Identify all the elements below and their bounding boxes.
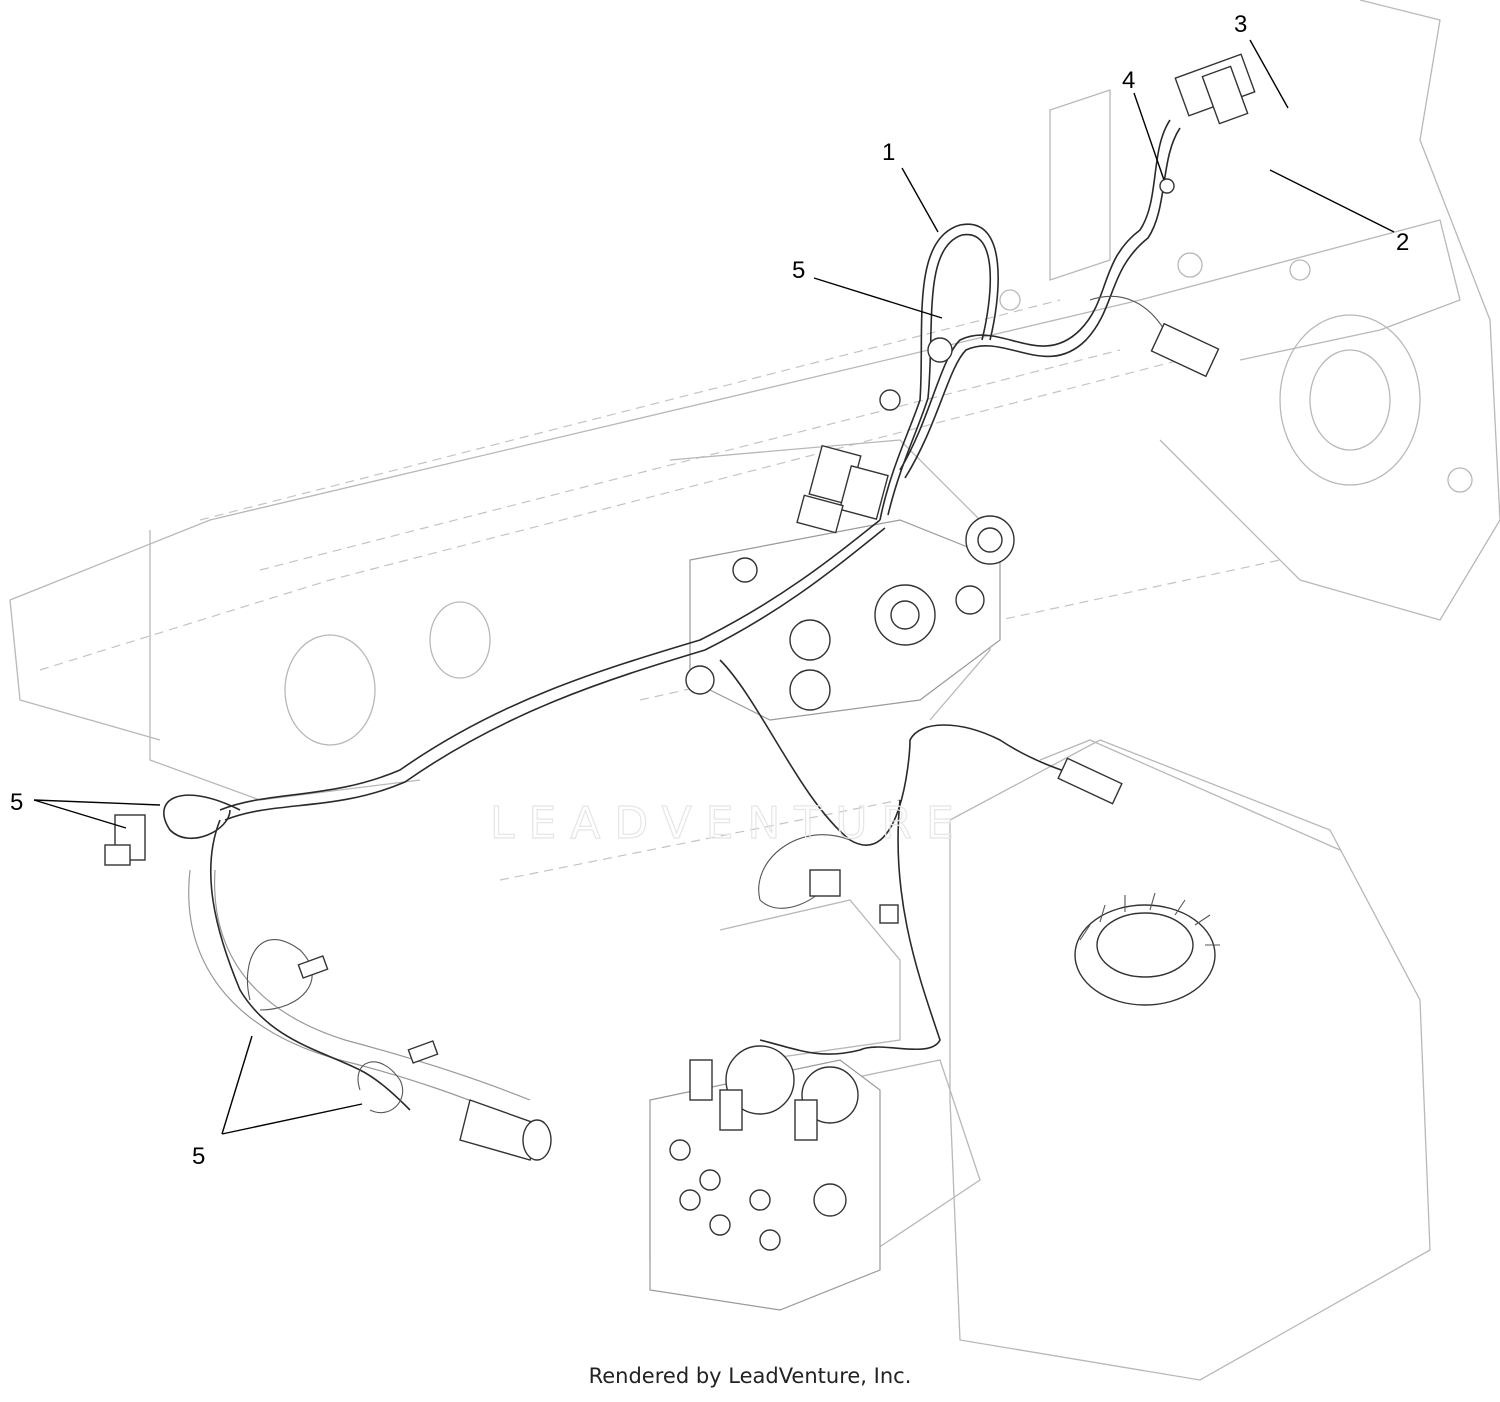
callout-label: 5 [10, 789, 23, 816]
callout-5-lower: 5 [192, 1035, 363, 1170]
callout-label: 4 [1122, 67, 1135, 94]
fuel-filler-neck [1074, 892, 1220, 1006]
wiring-harness [104, 53, 1256, 1114]
callout-label: 5 [192, 1143, 205, 1170]
callout-1: 1 [882, 139, 939, 233]
callout-5-upper: 5 [792, 257, 943, 319]
lower-valve-block [649, 1045, 881, 1311]
callout-label: 1 [882, 139, 895, 166]
footer-credit: Rendered by LeadVenture, Inc. [588, 1364, 912, 1388]
callout-label: 3 [1234, 11, 1247, 38]
callout-5-left: 5 [10, 789, 161, 829]
callout-3: 3 [1234, 11, 1289, 109]
upper-valve-block [685, 515, 1015, 721]
callout-label: 2 [1396, 229, 1409, 256]
hydraulic-hose [188, 869, 552, 1161]
callout-4: 4 [1122, 67, 1175, 194]
watermark: LEADVENTURE [490, 798, 968, 849]
callout-2: 2 [1269, 169, 1409, 256]
callout-label: 5 [792, 257, 805, 284]
